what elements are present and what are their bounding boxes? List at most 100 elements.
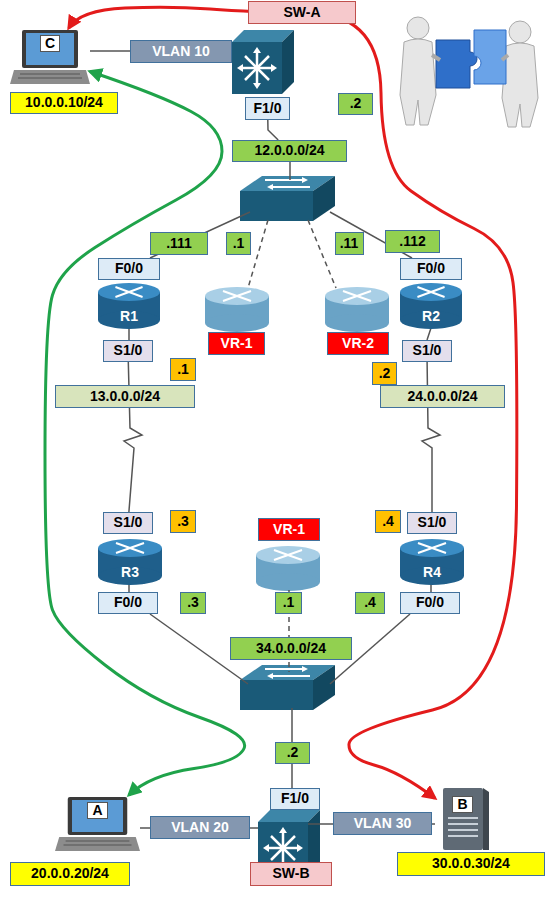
host-ip-address: 10.0.0.10/24 — [10, 92, 118, 114]
router-icon: R3 — [98, 538, 162, 586]
node-text: .3 — [177, 514, 189, 529]
ip-label: .11 — [335, 232, 364, 255]
ip-label: .111 — [150, 232, 208, 255]
node-text: SW-A — [283, 5, 320, 20]
node-text: .11 — [340, 236, 359, 251]
virtual-router — [256, 546, 320, 591]
link-line — [268, 120, 278, 140]
node-text: .2 — [287, 745, 299, 760]
ip-label: .1 — [226, 232, 251, 255]
interface-label: S1/0 — [103, 512, 153, 534]
puzzle-illustration — [400, 17, 538, 127]
device-label: SW-A — [248, 1, 356, 24]
subnet-label: 13.0.0.0/24 — [55, 385, 195, 408]
node-text: VLAN 20 — [171, 820, 229, 835]
node-text: 10.0.0.10/24 — [25, 95, 103, 110]
node-text: VR-2 — [342, 336, 374, 351]
l3-switch — [232, 30, 294, 94]
virtual-router-label: VR-1 — [208, 332, 265, 355]
node-text: R2 — [422, 309, 440, 324]
interface-label: S1/0 — [402, 340, 452, 362]
node-text: F0/0 — [115, 261, 143, 276]
node-text: SW-B — [272, 866, 309, 881]
node-text: VLAN 10 — [152, 44, 210, 59]
interface-label: S1/0 — [407, 512, 457, 534]
node-text: 34.0.0.0/24 — [256, 641, 326, 656]
laptop-icon: C — [10, 28, 90, 88]
node-text: 20.0.0.20/24 — [31, 866, 109, 881]
node-text: S1/0 — [114, 343, 143, 358]
node-text: R3 — [121, 565, 139, 580]
subnet-label: 24.0.0.0/24 — [380, 385, 505, 408]
node-text: F0/0 — [416, 595, 444, 610]
virtual-router-label: VR-2 — [327, 332, 389, 355]
ip-label: .2 — [338, 93, 373, 115]
router-icon: R4 — [400, 538, 464, 586]
node-text: A — [87, 802, 107, 819]
ip-label: .112 — [385, 230, 440, 253]
node-text: F0/0 — [114, 595, 142, 610]
node-text: .2 — [350, 96, 362, 111]
node-text: .111 — [166, 236, 192, 251]
node-text: .4 — [382, 514, 394, 529]
ip-label: .2 — [275, 742, 310, 764]
node-text: .1 — [233, 236, 245, 251]
node-text: .2 — [379, 366, 391, 381]
ip-label: .4 — [375, 510, 401, 533]
interface-label: F1/0 — [245, 97, 290, 120]
traffic-path — [45, 72, 245, 796]
laptop-icon: A — [55, 795, 140, 855]
node-text: .112 — [399, 234, 425, 249]
node-text: VR-1 — [273, 522, 305, 537]
node-text: S1/0 — [114, 515, 143, 530]
l2-switch — [240, 176, 335, 221]
node-text: .1 — [283, 595, 295, 610]
virtual-router-label: VR-1 — [258, 518, 320, 541]
l2-switch — [240, 665, 335, 710]
node-text: VLAN 30 — [354, 816, 412, 831]
node-text: 12.0.0.0/24 — [254, 143, 324, 158]
ip-label: .3 — [170, 510, 196, 533]
router-icon: R2 — [400, 282, 462, 330]
node-text: F1/0 — [281, 791, 309, 806]
node-text: .4 — [364, 595, 376, 610]
interface-label: F0/0 — [400, 592, 460, 614]
interface-label: F0/0 — [98, 258, 160, 280]
vlan-tag: VLAN 30 — [333, 812, 432, 835]
node-text: .1 — [177, 362, 189, 377]
server-icon: B — [435, 788, 490, 850]
ip-label: .4 — [355, 592, 385, 614]
interface-label: S1/0 — [103, 340, 153, 362]
device-label: SW-B — [250, 862, 332, 886]
host-ip-address: 30.0.0.30/24 — [397, 852, 545, 876]
node-text: R4 — [423, 565, 441, 580]
interface-label: F1/0 — [270, 788, 320, 810]
host-ip-address: 20.0.0.20/24 — [10, 862, 130, 886]
node-text: 24.0.0.0/24 — [407, 389, 477, 404]
node-text: R1 — [120, 309, 138, 324]
traffic-path — [69, 7, 517, 798]
vlan-tag: VLAN 10 — [130, 40, 232, 63]
ip-label: .2 — [372, 362, 397, 385]
node-text: 30.0.0.30/24 — [432, 856, 510, 871]
ip-label: .1 — [275, 592, 302, 614]
node-text: .3 — [187, 595, 199, 610]
interface-label: F0/0 — [98, 592, 158, 614]
node-text: 13.0.0.0/24 — [90, 389, 160, 404]
virtual-router — [205, 287, 269, 332]
virtual-router — [325, 287, 389, 332]
ip-label: 12.0.0.0/24 — [232, 140, 347, 162]
node-text: S1/0 — [418, 515, 447, 530]
node-text: F1/0 — [253, 101, 281, 116]
ip-label: 34.0.0.0/24 — [230, 637, 352, 660]
interface-label: F0/0 — [400, 258, 462, 280]
node-text: C — [40, 35, 60, 52]
wires — [90, 51, 435, 828]
router-icon: R1 — [98, 282, 160, 330]
ip-label: .3 — [180, 592, 206, 614]
node-text: VR-1 — [221, 336, 253, 351]
node-text: S1/0 — [413, 343, 442, 358]
vlan-tag: VLAN 20 — [150, 816, 250, 839]
